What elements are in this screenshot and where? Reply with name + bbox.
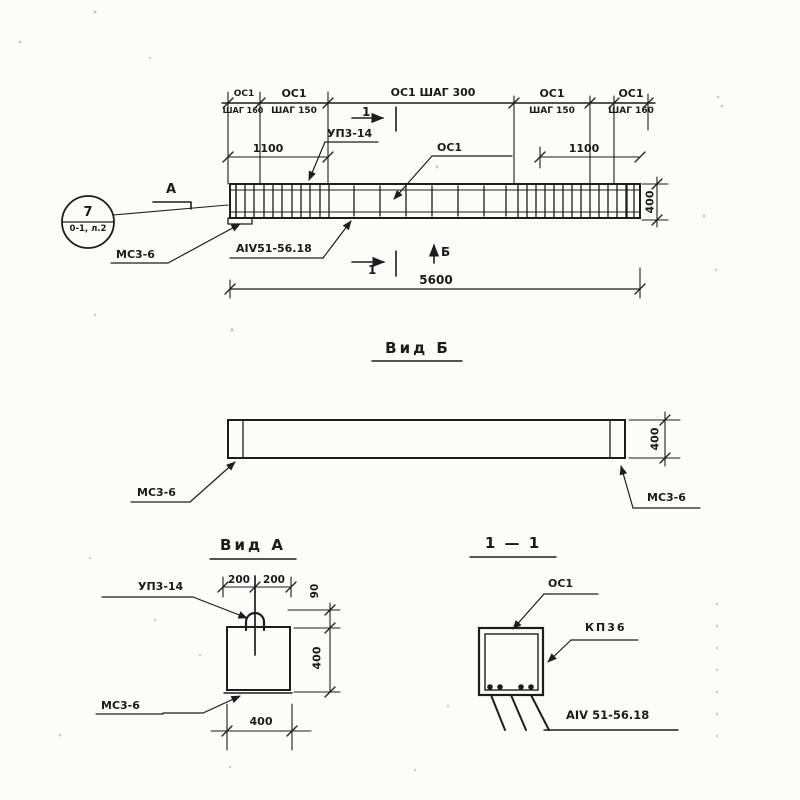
segment-label-bottom-4: ШАГ 150 — [529, 106, 575, 116]
label-plate-mc36: МС3-6 — [116, 248, 155, 261]
section-label-kp36: КП36 — [585, 621, 627, 634]
section-label-oc1: ОС1 — [548, 577, 574, 590]
dim-1100-left: 1100 — [252, 142, 284, 155]
view-a-dim-400-v: 400 — [310, 646, 324, 670]
section-1-1-title: 1 — 1 — [484, 534, 542, 552]
view-a-loop-label: УП3-14 — [138, 580, 184, 593]
dim-1100-right: 1100 — [568, 142, 600, 155]
view-marker-b: Б — [441, 245, 451, 259]
segment-label-top-3: ОС1 ШАГ 300 — [390, 86, 476, 99]
view-b-title: Вид Б — [385, 339, 451, 357]
segment-label-top-1: ОС1 — [233, 89, 255, 99]
view-b-plate-right: МС3-6 — [647, 491, 686, 504]
segment-label-bottom-5: ШАГ 160 — [608, 106, 654, 116]
label-rebar-aiv: АIV51-56.18 — [236, 242, 312, 255]
label-mesh-oc1: ОС1 — [437, 141, 463, 154]
view-marker-a: А — [165, 182, 177, 197]
node-badge-ref: 0-1, л.2 — [69, 224, 107, 234]
segment-label-top-2: ОС1 — [281, 87, 307, 100]
node-badge-number: 7 — [83, 205, 93, 220]
view-a-dim-90: 90 — [308, 583, 321, 599]
segment-label-bottom-2: ШАГ 150 — [271, 106, 317, 116]
segment-label-top-5: ОС1 — [618, 87, 644, 100]
segment-label-top-4: ОС1 — [539, 87, 565, 100]
dim-total-5600: 5600 — [419, 273, 453, 287]
section-label-aiv: АIV 51-56.18 — [566, 708, 650, 722]
view-a-dim-200-right: 200 — [263, 574, 285, 586]
view-a-title: Вид А — [220, 536, 286, 554]
section-mark-1-top: 1 — [362, 105, 371, 119]
dim-height-400: 400 — [643, 190, 657, 214]
segment-label-bottom-1: ШАГ 160 — [222, 106, 264, 115]
view-a-dim-400-h: 400 — [249, 715, 273, 728]
scan-noise — [18, 10, 724, 772]
view-b-plate-left: МС3-6 — [137, 486, 176, 499]
view-a-dim-200-left: 200 — [228, 574, 250, 586]
section-mark-1-bottom: 1 — [368, 263, 377, 277]
view-a-plate-label: МС3-6 — [101, 699, 140, 712]
label-lifting-loop: УП3-14 — [327, 127, 373, 140]
view-b-dim-400: 400 — [648, 427, 662, 451]
